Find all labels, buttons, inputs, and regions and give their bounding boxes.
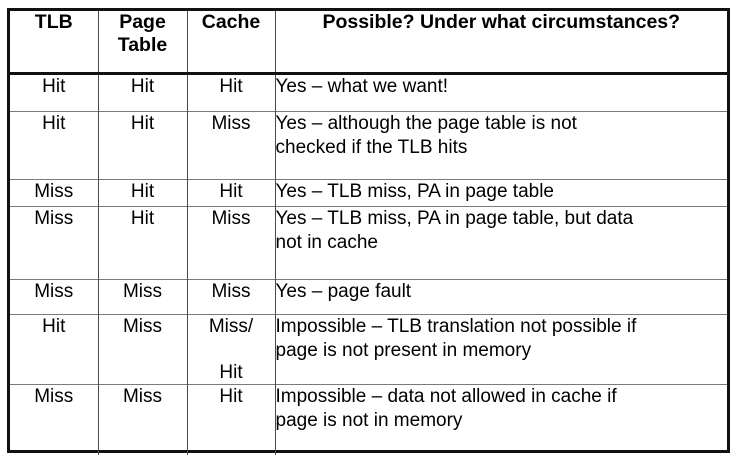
cell-cache: Miss (186, 278, 275, 314)
cell-cache: Miss (186, 205, 275, 279)
column-header-cache: Cache (186, 11, 275, 73)
cell-tlb: Hit (10, 71, 98, 111)
cell-description: Yes – TLB miss, PA in page table, but da… (274, 205, 727, 279)
cell-tlb: Hit (10, 313, 98, 385)
table-body: Hit Hit Hit Yes – what we want! Hit Hit … (10, 71, 727, 455)
cell-page-table: Miss (97, 313, 187, 385)
cell-cache: Hit (186, 178, 275, 206)
table-header: TLB Page Table Cache Possible? Under wha… (10, 11, 727, 73)
table-row: Miss Hit Hit Yes – TLB miss, PA in page … (10, 178, 727, 206)
table-row: Miss Hit Miss Yes – TLB miss, PA in page… (10, 205, 727, 279)
cell-cache: Miss (186, 110, 275, 179)
cell-page-table: Hit (97, 110, 187, 179)
table-row: Miss Miss Miss Yes – page fault (10, 278, 727, 314)
table-row: Hit Hit Hit Yes – what we want! (10, 71, 727, 111)
cell-description: Impossible – TLB translation not possibl… (274, 313, 727, 385)
column-header-description: Possible? Under what circumstances? (274, 11, 727, 73)
cell-tlb: Miss (10, 205, 98, 279)
cell-description: Impossible – data not allowed in cache i… (274, 384, 727, 455)
cell-cache: Hit (186, 71, 275, 111)
cell-description: Yes – what we want! (274, 71, 727, 111)
cell-description: Yes – TLB miss, PA in page table (274, 178, 727, 206)
cell-description: Yes – page fault (274, 278, 727, 314)
column-header-page-table: Page Table (97, 11, 187, 73)
cell-tlb: Miss (10, 384, 98, 455)
table-header-row: TLB Page Table Cache Possible? Under wha… (10, 11, 727, 73)
cell-page-table: Miss (97, 278, 187, 314)
cell-description: Yes – although the page table is not che… (274, 110, 727, 179)
cell-tlb: Miss (10, 278, 98, 314)
table-row: Hit Hit Miss Yes – although the page tab… (10, 110, 727, 179)
cell-tlb: Hit (10, 110, 98, 179)
memory-hierarchy-table: TLB Page Table Cache Possible? Under wha… (10, 11, 727, 455)
cell-cache: Miss/ Hit (186, 313, 275, 385)
table-row: Miss Miss Hit Impossible – data not allo… (10, 384, 727, 455)
column-header-tlb: TLB (34, 11, 73, 33)
cell-page-table: Hit (97, 205, 187, 279)
cell-cache: Hit (186, 384, 275, 455)
table-row: Hit Miss Miss/ Hit Impossible – TLB tran… (10, 313, 727, 385)
cell-page-table: Miss (97, 384, 187, 455)
tlb-page-table-cache-matrix: TLB Page Table Cache Possible? Under wha… (7, 8, 730, 455)
cell-page-table: Hit (97, 71, 187, 111)
cell-tlb: Miss (10, 178, 98, 206)
cell-page-table: Hit (97, 178, 187, 206)
